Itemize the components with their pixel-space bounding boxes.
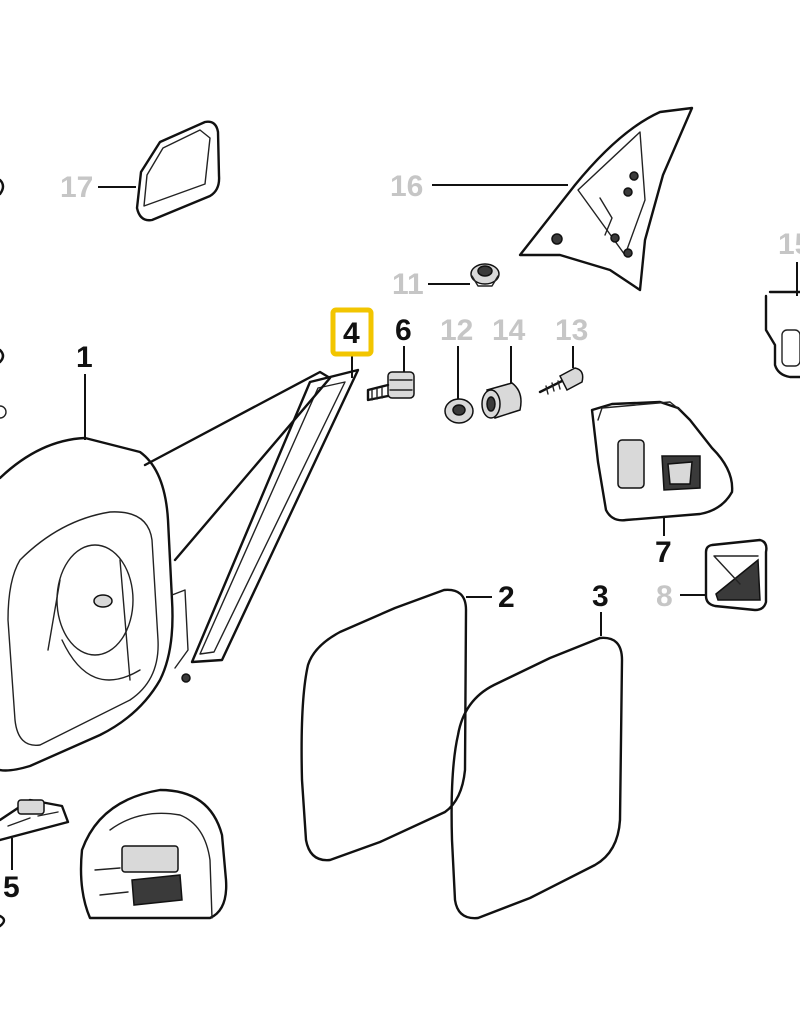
label-15: 15 (778, 228, 800, 261)
motor-assembly (79, 788, 228, 920)
part-2-mirror-glass (300, 588, 468, 862)
part-3-mirror-glass (450, 636, 624, 920)
label-6: 6 (395, 314, 412, 347)
label-17: 17 (60, 171, 93, 204)
part-17-cover-plate (135, 120, 221, 222)
part-4-seal-strip (190, 368, 360, 664)
label-13: 13 (555, 314, 588, 347)
label-5: 5 (3, 871, 20, 904)
part-16-triangle-cover (518, 106, 694, 292)
label-11: 11 (392, 268, 424, 301)
part-12-grommet (444, 398, 474, 424)
part-13-screw (538, 367, 584, 395)
label-3: 3 (592, 580, 609, 613)
label-4: 4 (343, 317, 360, 350)
label-2: 2 (498, 581, 515, 614)
part-7-actuator (590, 400, 734, 522)
label-14: 14 (492, 314, 526, 347)
part-6-bolt (366, 371, 415, 402)
cut-off-parts-left (0, 178, 7, 928)
label-8: 8 (656, 580, 673, 613)
highlight-box-part-4 (330, 307, 374, 357)
label-12: 12 (440, 314, 473, 347)
part-15-bracket (764, 262, 800, 379)
part-8-cap (704, 538, 768, 612)
label-1: 1 (76, 341, 93, 374)
label-7: 7 (655, 536, 672, 569)
part-5-bracket (0, 798, 70, 842)
part-14-bushing (481, 382, 522, 419)
part-11-clip (470, 263, 500, 287)
label-16: 16 (390, 170, 423, 203)
part-1-mirror-housing (0, 370, 332, 772)
